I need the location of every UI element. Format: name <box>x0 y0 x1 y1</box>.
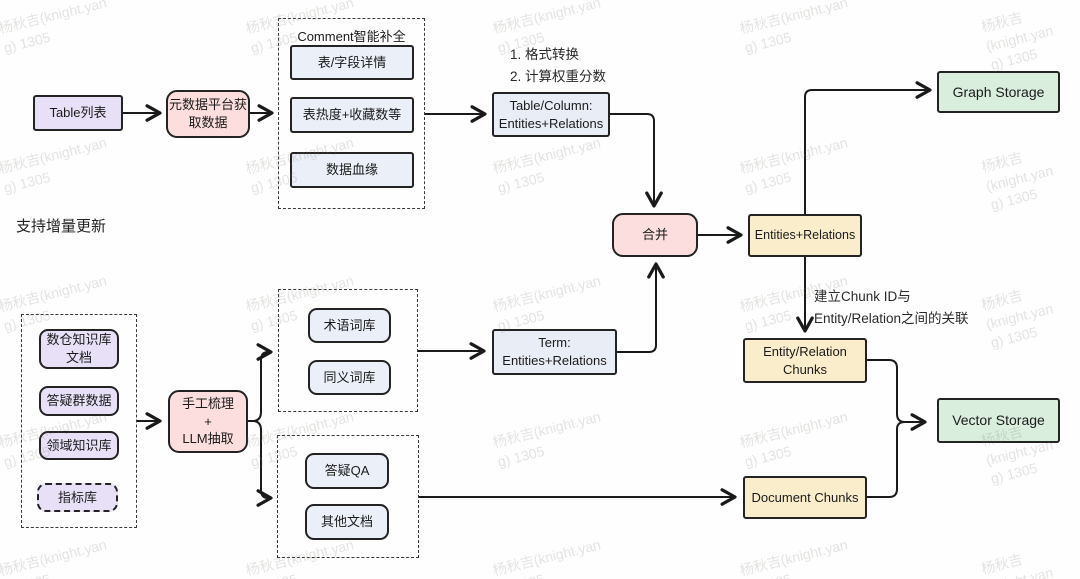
node-entities-relations: Entities+Relations <box>748 214 862 257</box>
node-term-lexicon: 术语词库 <box>308 308 391 343</box>
node-data-lineage: 数据血缘 <box>290 152 414 188</box>
node-vector-storage: Vector Storage <box>937 398 1060 443</box>
note-transform-steps: 1. 格式转换 2. 计算权重分数 <box>510 47 607 84</box>
arrow-tablecolumn-to-merge <box>609 113 663 208</box>
node-table-list: Table列表 <box>33 95 123 131</box>
node-field-detail: 表/字段详情 <box>290 45 414 80</box>
arrow-erchunks-to-vectorstorage <box>866 359 927 431</box>
node-graph-storage: Graph Storage <box>937 71 1060 113</box>
comment-group: Comment智能补全 <box>278 18 425 209</box>
node-qa-doc: 答疑QA <box>305 453 389 489</box>
node-term-entities: Term: Entities+Relations <box>492 329 617 375</box>
node-dw-knowledge-doc: 数仓知识库 文档 <box>39 329 119 369</box>
node-document-chunks: Document Chunks <box>743 476 867 519</box>
knowledge-sources-group <box>21 314 137 528</box>
node-table-column-entities: Table/Column: Entities+Relations <box>492 92 610 137</box>
node-metadata-platform: 元数据平台获 取数据 <box>166 90 250 138</box>
node-metric-library: 指标库 <box>37 483 118 512</box>
node-qa-group-data: 答疑群数据 <box>39 386 119 416</box>
node-table-heat: 表热度+收藏数等 <box>290 97 414 133</box>
note-chunk-link: 建立Chunk ID与 Entity/Relation之间的关联 <box>814 289 969 326</box>
arrow-entities-to-graphstorage <box>804 81 932 215</box>
node-domain-knowledge: 领域知识库 <box>39 431 119 460</box>
arrow-docchunks-to-vectorstorage <box>866 421 906 498</box>
arrow-manual-to-termgroup <box>247 343 273 422</box>
node-synonym-lexicon: 同义词库 <box>308 360 391 395</box>
node-merge: 合并 <box>612 213 698 257</box>
node-entity-relation-chunks: Entity/Relation Chunks <box>743 338 867 383</box>
node-other-doc: 其他文档 <box>305 504 389 540</box>
arrow-term-to-merge <box>616 262 665 353</box>
comment-group-title: Comment智能补全 <box>297 29 406 44</box>
node-manual-llm: 手工梳理 + LLM抽取 <box>168 390 248 453</box>
arrow-manual-to-docgroup <box>247 420 273 507</box>
documents-group <box>277 435 419 558</box>
note-incremental-update: 支持增量更新 <box>16 218 107 235</box>
lexicon-group <box>278 289 418 412</box>
